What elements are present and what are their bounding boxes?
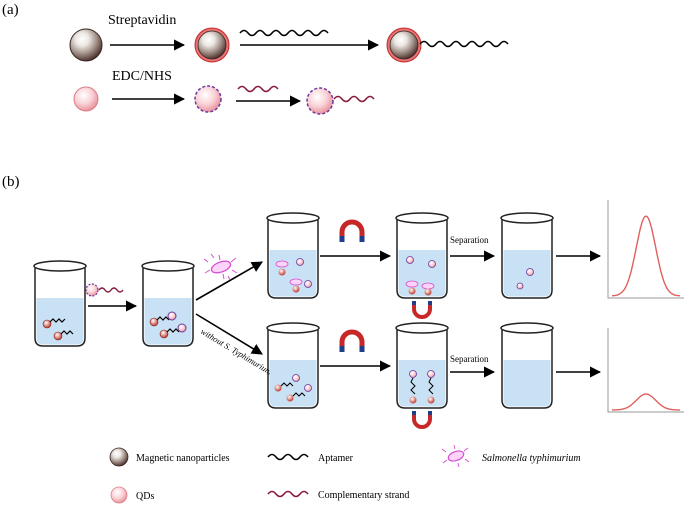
arrow-with-salmonella xyxy=(195,261,263,301)
aptamer-modified-mnp xyxy=(386,27,509,63)
beaker-bottom-capture xyxy=(266,322,320,409)
added-qd-probe xyxy=(85,283,124,297)
signal-peak-top xyxy=(611,215,681,297)
magnet-icon-bottom xyxy=(339,329,365,352)
edc-nhs-label: EDC/NHS xyxy=(112,69,172,84)
signal-plot-bottom xyxy=(607,328,684,413)
streptavidin-coated-mnp xyxy=(194,27,230,63)
signal-plot-top xyxy=(607,200,684,299)
complementary-modified-qd xyxy=(306,87,375,115)
legend-complementary-strand: Complementary strand xyxy=(267,490,409,501)
magnet-icon-bottom-under xyxy=(412,411,432,429)
streptavidin-label: Streptavidin xyxy=(108,13,176,28)
arrow-without-salmonella xyxy=(195,313,263,355)
separation-label-top: Separation xyxy=(450,235,489,245)
panel-b-label: (b) xyxy=(2,174,20,190)
salmonella-legend-icon xyxy=(441,444,470,468)
magnet-icon-top xyxy=(339,219,365,242)
without-salmonella-label: without S. Typhimurium xyxy=(199,326,274,376)
legend-label-qds: QDs xyxy=(136,491,154,502)
separation-label-bottom: Separation xyxy=(450,354,489,364)
signal-peak-bottom xyxy=(611,393,681,411)
magnet-icon-top-under xyxy=(412,301,432,319)
legend-label-salmonella: Salmonella typhimurium xyxy=(482,453,581,464)
legend-label-aptamer: Aptamer xyxy=(318,453,354,464)
quantum-dot-bare xyxy=(73,86,99,112)
beaker-bottom-supernatant xyxy=(500,322,554,409)
legend-magnetic-nanoparticles: Magnetic nanoparticles xyxy=(109,447,230,467)
beaker-hybridized-probe xyxy=(141,260,195,347)
panel-a-label: (a) xyxy=(2,2,19,18)
salmonella-icon xyxy=(203,253,238,281)
legend-aptamer: Aptamer xyxy=(267,453,354,464)
complementary-strand-a xyxy=(237,85,279,93)
legend-salmonella: Salmonella typhimurium xyxy=(441,444,581,468)
aptamer-icon xyxy=(267,453,309,461)
beaker-top-magnet xyxy=(395,212,449,299)
legend-label-complementary: Complementary strand xyxy=(318,490,409,501)
beaker-bottom-magnet xyxy=(395,322,449,409)
beaker-mnp-aptamer xyxy=(33,260,87,347)
legend-qds: QDs xyxy=(110,486,154,504)
activated-quantum-dot xyxy=(194,85,222,113)
magnetic-nanoparticle-bare xyxy=(69,28,103,62)
aptamer-strand-a xyxy=(239,29,329,37)
legend-label-mnp: Magnetic nanoparticles xyxy=(136,453,230,464)
beaker-top-supernatant xyxy=(500,212,554,299)
beaker-top-capture xyxy=(266,212,320,299)
complementary-strand-icon xyxy=(267,490,309,498)
